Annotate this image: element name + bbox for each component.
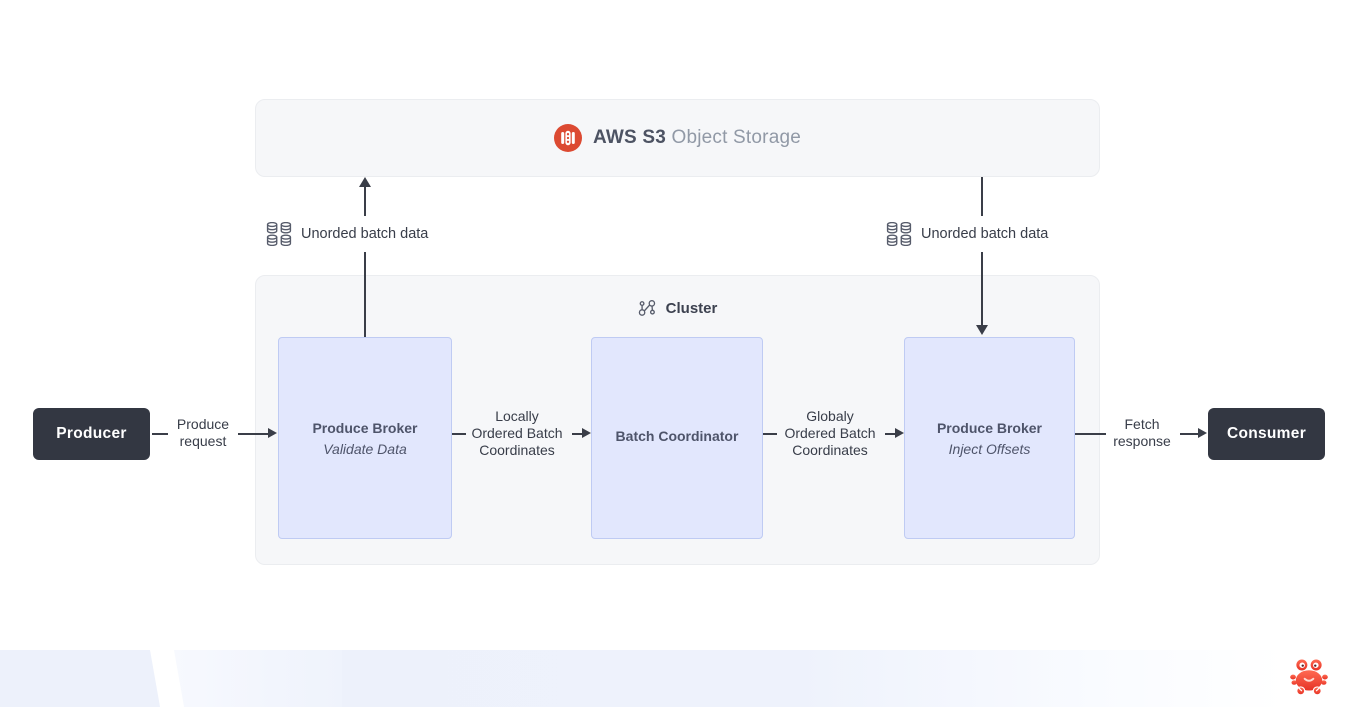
edge-label-line: Produce: [176, 416, 230, 432]
arrowhead-down-icon: [976, 325, 988, 335]
node-producer: Producer: [33, 408, 150, 460]
edge-label-locally-ordered: Locally Ordered Batch Coordinates: [464, 408, 570, 459]
unordered-batch-data-text: Unorded batch data: [921, 226, 1049, 242]
node-title: Produce Broker: [312, 419, 418, 436]
edge-line-globally-ordered: [885, 433, 895, 435]
s3-title-primary: AWS S3: [592, 127, 666, 148]
edge-line-locally-ordered: [572, 433, 582, 435]
edge-label-line: Globaly: [806, 408, 854, 424]
edge-label-fetch-response: Fetch response: [1108, 416, 1176, 450]
edge-line-fetch-response: [1075, 433, 1106, 435]
s3-panel-title: AWS S3 Object Storage: [593, 127, 801, 149]
edge-line-produce-request: [238, 433, 268, 435]
unordered-batch-data-text: Unorded batch data: [301, 226, 429, 242]
node-subtitle: Validate Data: [323, 440, 407, 457]
database-grid-icon: [266, 222, 292, 246]
cluster-icon: [638, 300, 655, 316]
crab-icon: [1290, 659, 1328, 696]
node-batch-coordinator: Batch Coordinator: [591, 337, 763, 539]
s3-title-secondary: Object Storage: [671, 127, 802, 148]
node-subtitle: Inject Offsets: [948, 440, 1031, 457]
edge-label-line: Locally: [495, 408, 539, 424]
node-title: Batch Coordinator: [615, 427, 739, 444]
database-grid-icon: [886, 222, 912, 246]
arrowhead-right-icon: [1198, 428, 1207, 438]
cluster-header: Cluster: [256, 299, 1099, 318]
arrowhead-right-icon: [582, 428, 591, 438]
edge-label-line: Ordered Batch: [784, 425, 876, 441]
arrowhead-right-icon: [268, 428, 277, 438]
node-produce-broker-inject: Produce Broker Inject Offsets: [904, 337, 1075, 539]
node-title: Produce Broker: [936, 419, 1043, 436]
s3-bucket-icon: [553, 124, 582, 152]
edge-label-line: request: [179, 433, 227, 449]
arrowhead-up-icon: [359, 177, 371, 187]
cluster-title: Cluster: [665, 300, 718, 317]
unordered-batch-data-label-right: Unorded batch data: [886, 216, 1055, 252]
edge-label-line: Fetch: [1124, 416, 1160, 432]
edge-line-locally-ordered: [452, 433, 466, 435]
unordered-batch-data-label-left: Unorded batch data: [266, 216, 435, 252]
edge-label-line: Ordered Batch: [471, 425, 563, 441]
edge-line-fetch-response: [1180, 433, 1198, 435]
s3-storage-panel: AWS S3 Object Storage: [255, 99, 1100, 177]
edge-label-line: Coordinates: [479, 442, 555, 458]
arrowhead-right-icon: [895, 428, 904, 438]
edge-label-produce-request: Produce request: [170, 416, 236, 450]
footer-band-highlight: [174, 650, 342, 707]
edge-line-produce-request: [152, 433, 168, 435]
edge-line-globally-ordered: [763, 433, 777, 435]
node-produce-broker-validate: Produce Broker Validate Data: [278, 337, 452, 539]
node-consumer: Consumer: [1208, 408, 1325, 460]
edge-line-unordered-left: [364, 186, 366, 337]
edge-label-line: response: [1113, 433, 1171, 449]
edge-label-line: Coordinates: [792, 442, 868, 458]
edge-label-globally-ordered: Globaly Ordered Batch Coordinates: [777, 408, 883, 459]
